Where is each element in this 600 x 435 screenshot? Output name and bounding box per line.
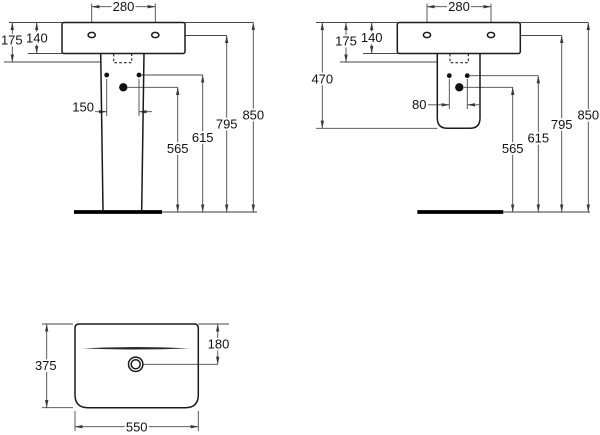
tap-hole-right — [486, 31, 496, 39]
dim-label-h-bolts: 615 — [527, 131, 549, 146]
pedestal-outline — [99, 53, 145, 211]
waste-trap-hidden-outline — [449, 53, 469, 64]
dim-label-width: 550 — [126, 419, 148, 434]
dim-label-h-drain: 565 — [502, 141, 524, 156]
fixing-bolt-left — [446, 73, 452, 79]
dim-label-h-semi-pedestal: 470 — [311, 71, 333, 86]
dimension-labels-plan: 375 550 180 — [35, 337, 229, 435]
dim-label-drain-from-back: 180 — [208, 337, 230, 352]
dim-label-depth-total: 175 — [335, 34, 357, 49]
waste-trap-hidden-outline — [113, 53, 133, 64]
dim-label-tap-centres: 280 — [448, 0, 470, 14]
fixing-bolt-right — [136, 72, 142, 78]
basin-plan-outline-group — [74, 323, 200, 409]
basin-plan-outline — [74, 323, 200, 409]
dim-label-depth-total: 175 — [1, 33, 23, 48]
dimension-labels-full-pedestal: 280 175 140 150 565 615 795 850 — [1, 0, 264, 156]
tap-hole-left — [87, 31, 97, 39]
front-view-semi-pedestal: 280 175 140 470 80 565 615 795 850 — [311, 0, 599, 214]
basin-outline — [396, 21, 522, 55]
dim-label-h-drain: 565 — [167, 141, 189, 156]
tap-hole-right — [150, 31, 160, 39]
basin-outline — [61, 21, 186, 55]
drain-hole-outer — [127, 356, 144, 373]
dim-label-depth: 375 — [35, 358, 57, 373]
dim-label-depth-basin: 140 — [26, 30, 48, 45]
drain-outlet-point — [119, 83, 128, 92]
dim-label-depth-basin: 140 — [361, 30, 383, 45]
tap-hole-left — [422, 31, 432, 39]
semi-pedestal-outline — [436, 53, 481, 130]
inner-bowl-edge — [82, 347, 190, 350]
dim-label-h-rim: 850 — [577, 108, 599, 123]
dim-label-h-rim: 850 — [242, 107, 264, 122]
basin-and-semi-pedestal — [396, 21, 590, 214]
plan-view: 375 550 180 — [35, 323, 229, 435]
bolt-extension-lines — [106, 79, 140, 116]
fixing-bolt-left — [104, 72, 110, 78]
drain-outlet-point — [455, 83, 464, 92]
front-view-full-pedestal: 280 175 140 150 565 615 795 850 — [1, 0, 264, 214]
dim-label-bolt-spacing: 150 — [72, 100, 94, 115]
dim-label-h-bolts: 615 — [192, 130, 214, 145]
dimension-lines-plan — [42, 323, 229, 431]
dimension-labels-semi-pedestal: 280 175 140 470 80 565 615 795 850 — [311, 0, 599, 156]
basin-and-pedestal — [61, 21, 257, 214]
dim-label-h-taphole: 795 — [551, 117, 573, 132]
dim-label-h-taphole: 795 — [216, 116, 238, 131]
dim-label-bolt-spacing: 80 — [412, 97, 426, 112]
dim-label-tap-centres: 280 — [113, 0, 135, 14]
drain-hole-inner — [130, 359, 141, 370]
fixing-bolt-right — [464, 73, 470, 79]
